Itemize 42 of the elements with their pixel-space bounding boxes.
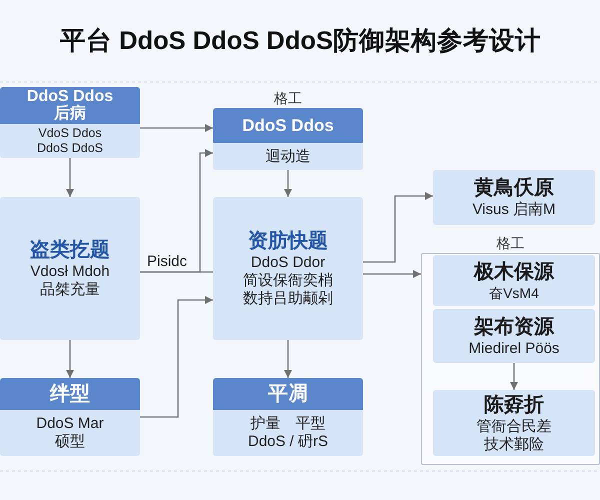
box-title: 盗类扢题	[30, 238, 110, 263]
box-heading: 格工	[496, 235, 526, 253]
box-title: 黄鳥仸原	[474, 176, 554, 201]
arrow	[284, 170, 292, 197]
header-bar: DdoS Ddos 后病	[0, 87, 140, 124]
arrow	[66, 340, 74, 378]
arrow	[140, 296, 213, 418]
connector-line	[140, 271, 213, 273]
process-box	[0, 378, 140, 456]
arrow	[140, 124, 213, 132]
box-text: DdoS Ddor 简设保衙奕梢数持吕助颟剁	[242, 254, 334, 308]
process-box	[0, 197, 140, 340]
box-heading: 格工	[273, 90, 303, 108]
process-box	[433, 170, 595, 225]
arrow	[510, 363, 518, 390]
header-bar: 绊型	[0, 378, 140, 410]
process-box	[213, 378, 363, 456]
arrow	[363, 270, 421, 278]
box-text: Visus 启南M	[472, 201, 556, 219]
process-box	[433, 309, 595, 363]
box-title: 资肪快题	[248, 229, 328, 254]
process-box	[0, 87, 140, 158]
process-box	[213, 197, 363, 340]
header-bar: 平凋	[213, 378, 363, 410]
box-title: 架布资源	[474, 314, 554, 340]
box-text: VdoS Ddos DdoS DdoS	[36, 126, 104, 156]
arrow	[66, 158, 74, 197]
box-text: 管衙合民差技术鄞险	[476, 418, 552, 454]
box-title: 陈孬折	[484, 392, 544, 418]
process-box	[433, 255, 595, 306]
box-text: 奋VsM4	[489, 284, 539, 302]
process-box	[433, 390, 595, 456]
diagram-title: 平台 DdoS DdoS DdoS防御架构参考设计	[60, 26, 541, 57]
box-text: 护量 平型 DdoS / 砃rS	[246, 415, 330, 451]
header-bar: DdoS Ddos	[213, 108, 363, 143]
arrow	[284, 340, 292, 378]
box-text: Vdosł Mdoh 品桀充量	[29, 263, 111, 299]
box-text: DdoS Mar 硕型	[35, 415, 105, 451]
box-text: Miedirel Pöös	[468, 340, 560, 358]
box-title: 极木保源	[474, 260, 554, 284]
arrow	[363, 192, 433, 263]
box-text: 迴动造	[266, 148, 310, 166]
